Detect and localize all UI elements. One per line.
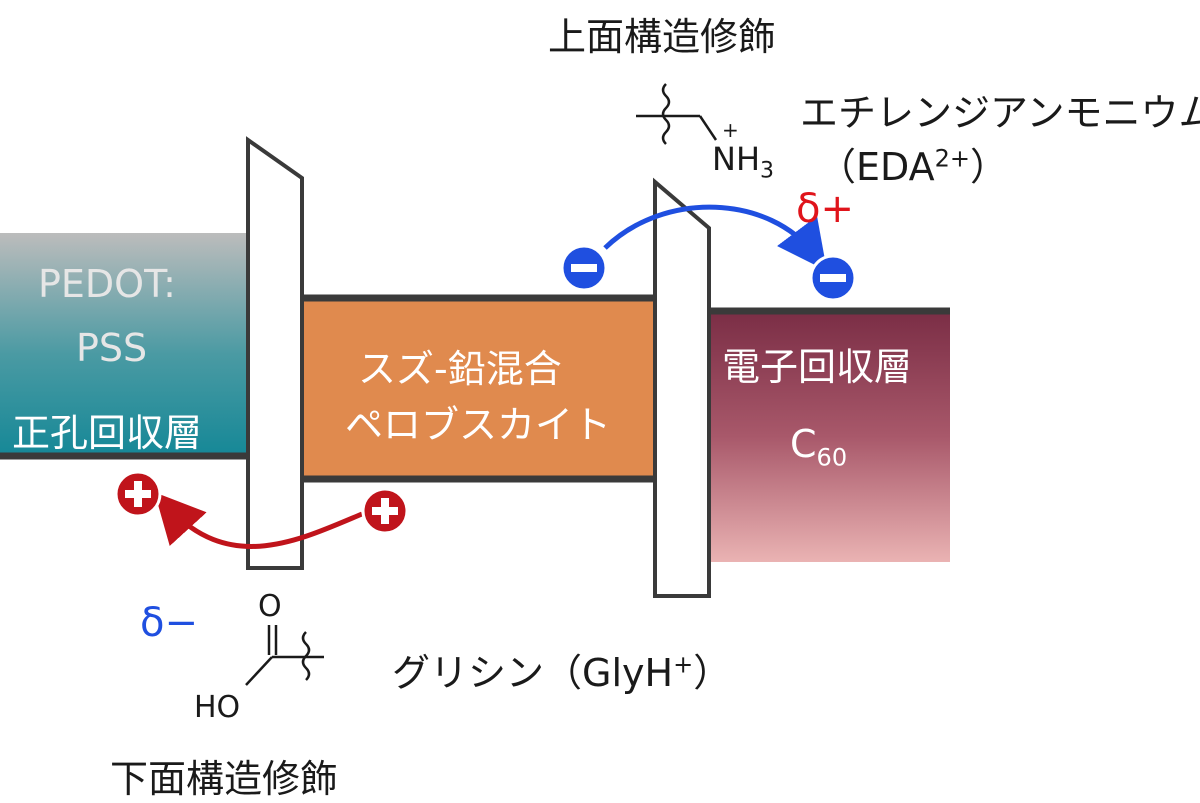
htl-name: 正孔回収層 [12, 411, 203, 455]
eda-abbr-post: ） [970, 145, 1009, 189]
glycine-name-main: グリシン（GlyH [392, 651, 674, 695]
htl-label-line1: PEDOT: [38, 262, 176, 306]
glycine-hydroxyl: HO [194, 690, 241, 725]
eda-structure [636, 83, 718, 145]
eda-abbr-charge: 2+ [934, 144, 970, 173]
eda-amine-group: NH3 [712, 140, 774, 183]
hole-charge-right [361, 487, 409, 535]
electron-charge-right [809, 254, 857, 302]
top-modification-title: 上面構造修飾 [548, 15, 777, 59]
eda-amine-subscript: 3 [760, 158, 774, 184]
eda-abbr-pre: （EDA [818, 145, 935, 189]
delta-plus-label: δ+ [796, 186, 854, 232]
htl-label-line2: PSS [76, 326, 148, 370]
bottom-modification-title: 下面構造修飾 [110, 757, 339, 801]
top-interlayer-barrier [653, 177, 711, 598]
eda-amine-charge: + [722, 118, 739, 142]
bottom-interlayer-barrier [246, 136, 304, 570]
electron-transfer-arrow [603, 204, 828, 271]
eda-amine-symbol: NH [712, 140, 760, 178]
perovskite-label-line1: スズ-鉛混合 [358, 347, 562, 391]
eda-abbr: （EDA2+） [818, 136, 1008, 191]
electron-charge-left [560, 244, 608, 292]
etl-material-subscript: 60 [816, 443, 848, 472]
etl-material: C60 [790, 422, 847, 472]
hole-charge-left [114, 470, 162, 518]
perovskite-label-line2: ペロブスカイト [345, 403, 612, 447]
etl-material-symbol: C [790, 422, 817, 466]
etl-name: 電子回収層 [722, 345, 913, 389]
glycine-name-post: ） [693, 651, 732, 695]
htl-layer [0, 233, 248, 455]
glycine-name-charge: + [673, 650, 694, 679]
perovskite-layer [302, 298, 654, 480]
glycine-structure [245, 625, 324, 686]
hole-transfer-arrow [154, 492, 363, 549]
etl-layer [708, 310, 950, 562]
eda-name: エチレンジアンモニウム [800, 91, 1200, 135]
glycine-name: グリシン（GlyH+） [392, 642, 731, 697]
glycine-oxygen: O [258, 589, 282, 624]
delta-minus-label: δ− [140, 600, 198, 646]
